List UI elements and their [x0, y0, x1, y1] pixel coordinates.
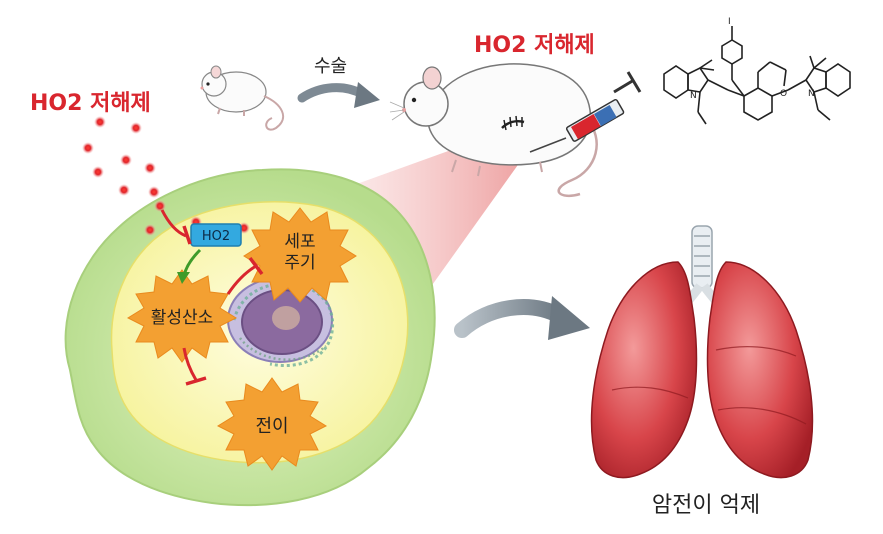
- inhibit-arrow-cell-cycle: [226, 264, 257, 295]
- inhibitor-particle: [130, 122, 142, 134]
- inhibitor-cloud: [82, 116, 160, 198]
- inhibitor-particle: [154, 200, 166, 212]
- inhibit-arrow-ho2: [160, 209, 187, 238]
- chem-atom: O: [780, 89, 787, 99]
- starburst-cell-cycle: [243, 207, 357, 303]
- cancer-cell: 세포 주기 활성산소 전이 HO2: [64, 168, 436, 507]
- syringe: [529, 71, 642, 153]
- inhibitor-particle: [118, 184, 130, 196]
- inhibit-bar-cell-cycle: [248, 256, 264, 276]
- result-arrow: [454, 299, 568, 338]
- label-inhibitor-top: HO2 저해제: [474, 33, 595, 58]
- chemical-structure: [663, 26, 851, 125]
- inhibitor-particle: [144, 224, 156, 236]
- inhibitor-particle: [92, 166, 104, 178]
- label-result: 암전이 억제: [652, 493, 760, 518]
- chem-atom: N: [808, 89, 815, 99]
- inhibitor-particle: [120, 154, 132, 166]
- chem-atom: N: [690, 91, 697, 101]
- chem-atom: I: [728, 17, 731, 27]
- label-ros: 활성산소: [151, 308, 214, 328]
- label-inhibitor-left: HO2 저해제: [30, 91, 151, 116]
- label-metastasis: 전이: [255, 416, 288, 437]
- inhibit-bar-ho2: [182, 225, 192, 245]
- surgery-arrowhead: [354, 82, 380, 108]
- mouse-small: [200, 65, 285, 131]
- label-cell-cycle-2: 주기: [284, 253, 315, 273]
- activate-arrowhead-ros: [177, 272, 190, 284]
- label-surgery: 수술: [314, 56, 347, 77]
- inhibitor-particle: [148, 186, 160, 198]
- lungs: [590, 225, 814, 479]
- label-ho2: HO2: [202, 229, 230, 244]
- starburst-metastasis: [216, 377, 328, 471]
- inhibit-arrow-metastasis: [182, 347, 198, 381]
- zoom-beam: [318, 128, 520, 330]
- ho2-box: [190, 223, 242, 247]
- nucleus: [227, 277, 335, 367]
- surgery-arrow: [297, 83, 367, 103]
- result-arrowhead: [548, 296, 590, 340]
- inhibit-bar-metastasis: [185, 376, 207, 386]
- mouse-large: [389, 63, 598, 197]
- inhibitor-particle: [144, 162, 156, 174]
- inhibitor-particle: [82, 142, 94, 154]
- inhibitor-particle: [94, 116, 106, 128]
- label-cell-cycle-1: 세포: [284, 232, 315, 252]
